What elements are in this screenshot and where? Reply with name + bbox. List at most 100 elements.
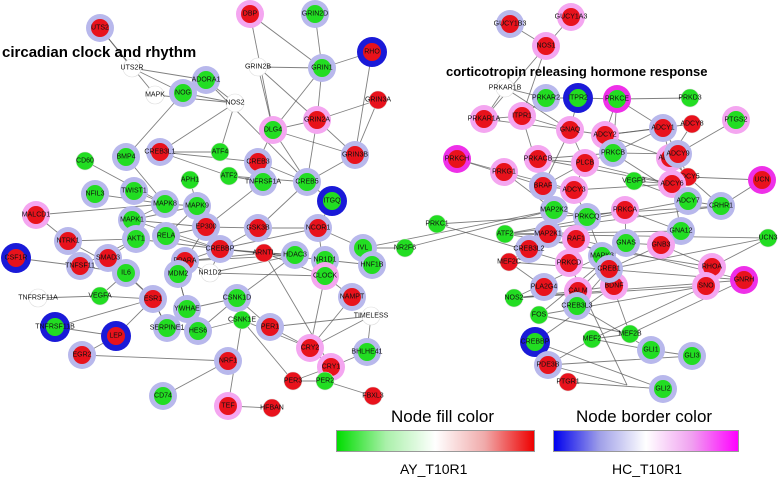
gene-node[interactable]: ATF2 [219, 166, 239, 186]
gene-node[interactable]: NR1D2 [199, 263, 222, 283]
gene-node[interactable]: UCN [748, 166, 776, 194]
gene-node[interactable]: YWHAE [173, 295, 201, 323]
gene-node[interactable]: BRAF [529, 172, 557, 200]
gene-node[interactable]: PTGS2 [722, 106, 750, 134]
gene-node[interactable]: MAPK [145, 85, 165, 105]
gene-node[interactable]: VEGFA [88, 286, 112, 306]
gene-node[interactable]: PRKCD [555, 249, 583, 277]
gene-node[interactable]: GRIN3B [341, 141, 369, 169]
gene-node[interactable]: BMP4 [112, 143, 140, 171]
gene-node[interactable]: PER1 [256, 313, 284, 341]
gene-node[interactable]: GUCY1A3 [555, 3, 588, 31]
gene-node[interactable]: PRKAR1A [468, 105, 501, 133]
gene-node[interactable]: CSF1R [1, 243, 31, 273]
gene-node[interactable]: SNO [692, 272, 720, 300]
gene-node[interactable]: CD60 [75, 151, 95, 171]
gene-node[interactable]: MEF2B [618, 324, 642, 344]
gene-node[interactable]: PER3 [283, 371, 303, 391]
gene-node[interactable]: GLI1 [637, 336, 665, 364]
gene-node[interactable]: NFIL3 [81, 180, 109, 208]
gene-node[interactable]: GRIN2D [301, 0, 329, 28]
gene-node[interactable]: GLI3 [678, 342, 706, 370]
gene-node[interactable]: MEF2C [497, 252, 521, 272]
gene-node[interactable]: PRKCA [611, 196, 639, 224]
gene-node[interactable]: FOS [529, 305, 549, 325]
gene-node[interactable]: MAP2K1 [534, 220, 562, 248]
gene-node[interactable]: PRKCH [443, 145, 471, 173]
gene-node[interactable]: ITGQ [317, 186, 347, 216]
gene-node[interactable]: CD74 [149, 382, 177, 410]
gene-node[interactable]: PRKAR2 [532, 84, 560, 112]
gene-node[interactable]: TNFRSF1A [245, 168, 282, 196]
gene-node[interactable]: TEF [214, 392, 242, 420]
gene-node[interactable]: ADCY8 [680, 114, 704, 134]
gene-node[interactable]: GRIN2A [303, 106, 331, 134]
gene-node[interactable]: ADCY3 [560, 176, 588, 204]
gene-node[interactable]: ESR1 [139, 285, 167, 313]
gene-node[interactable]: MAP2K2 [540, 196, 568, 224]
gene-node[interactable]: UTS2R [121, 58, 144, 78]
gene-node[interactable]: NOS2 [504, 288, 524, 308]
gene-node[interactable]: ATF2 [495, 224, 515, 244]
gene-node[interactable]: PLA2G4 [530, 273, 558, 301]
gene-node[interactable]: GLI2 [649, 375, 677, 403]
gene-node[interactable]: IL6 [112, 259, 140, 287]
gene-node[interactable]: TNFRSF11A [18, 288, 58, 308]
gene-node[interactable]: CREB3L2 [513, 235, 545, 263]
gene-node[interactable]: GRIN3A [365, 90, 391, 110]
gene-node[interactable]: TNFRSF11B [35, 312, 75, 342]
gene-node[interactable]: HNF1B [358, 251, 386, 279]
gene-node[interactable]: BHLHE41 [351, 338, 383, 366]
gene-node[interactable]: VEGFB [622, 171, 646, 191]
gene-node[interactable]: PRKG1 [490, 158, 518, 186]
gene-node[interactable]: NOS2 [225, 93, 245, 113]
gene-node[interactable]: NCOR1 [304, 214, 332, 242]
gene-node[interactable]: NOG [169, 79, 197, 107]
gene-node[interactable]: PRKD3 [678, 88, 702, 108]
gene-node[interactable]: CREB3L1 [144, 138, 176, 166]
gene-node[interactable]: HDAC3 [281, 241, 309, 269]
gene-node[interactable]: PRKC1 [425, 214, 449, 234]
gene-node[interactable]: PRKCB [599, 139, 627, 167]
gene-node[interactable]: CREBBP [206, 235, 235, 263]
gene-node[interactable]: CRY1 [317, 353, 345, 381]
gene-node[interactable]: ADCY7 [674, 187, 702, 215]
gene-node[interactable]: PRKAR1B [489, 78, 522, 98]
gene-node[interactable]: APH1 [180, 170, 200, 190]
gene-node[interactable]: ATF4 [210, 142, 230, 162]
gene-node[interactable]: HES6 [184, 317, 212, 345]
gene-node[interactable]: EP300 [192, 213, 220, 241]
gene-node[interactable]: ADCY9 [664, 140, 692, 168]
gene-node[interactable]: MAPK9 [183, 192, 211, 220]
gene-node[interactable]: GRIN1 [308, 54, 336, 82]
gene-node[interactable]: GRIN2B [245, 57, 271, 77]
gene-node[interactable]: CRY2 [296, 334, 324, 362]
gene-node[interactable]: ADCY1 [649, 114, 677, 142]
gene-node[interactable]: CREBBP [520, 327, 550, 357]
gene-node[interactable]: NR2F6 [394, 238, 416, 258]
gene-node[interactable]: UTS2 [86, 14, 114, 42]
gene-node[interactable]: EGR2 [68, 341, 96, 369]
gene-node[interactable]: CSNK1E [228, 310, 256, 330]
gene-node[interactable]: GNB3 [647, 231, 675, 259]
gene-node[interactable]: AKT1 [122, 225, 150, 253]
gene-node[interactable]: PRKACB [524, 145, 553, 173]
gene-node[interactable]: PLCB [571, 149, 599, 177]
gene-node[interactable]: RHO [357, 37, 387, 67]
gene-node[interactable]: ITPR1 [508, 102, 536, 130]
gene-node[interactable]: CREB3L3 [561, 292, 593, 320]
gene-node[interactable]: ITPR2 [563, 83, 593, 113]
gene-node[interactable]: GNA12 [667, 217, 695, 245]
gene-node[interactable]: GNAS [612, 229, 640, 257]
gene-node[interactable]: CSNK1D [223, 284, 251, 312]
gene-node[interactable]: NAMPT [338, 283, 366, 311]
gene-node[interactable]: NRF1 [214, 347, 242, 375]
gene-node[interactable]: NOS1 [532, 32, 560, 60]
gene-node[interactable]: PTGR1 [556, 372, 580, 392]
gene-node[interactable]: TWIST1 [120, 177, 148, 205]
gene-node[interactable]: GUCY1B3 [494, 10, 527, 38]
gene-node[interactable]: FBXL3 [362, 386, 384, 406]
gene-node[interactable]: SERPINE1 [150, 314, 185, 342]
gene-node[interactable]: MAPK8 [151, 190, 179, 218]
gene-node[interactable]: GSK3B [244, 214, 272, 242]
